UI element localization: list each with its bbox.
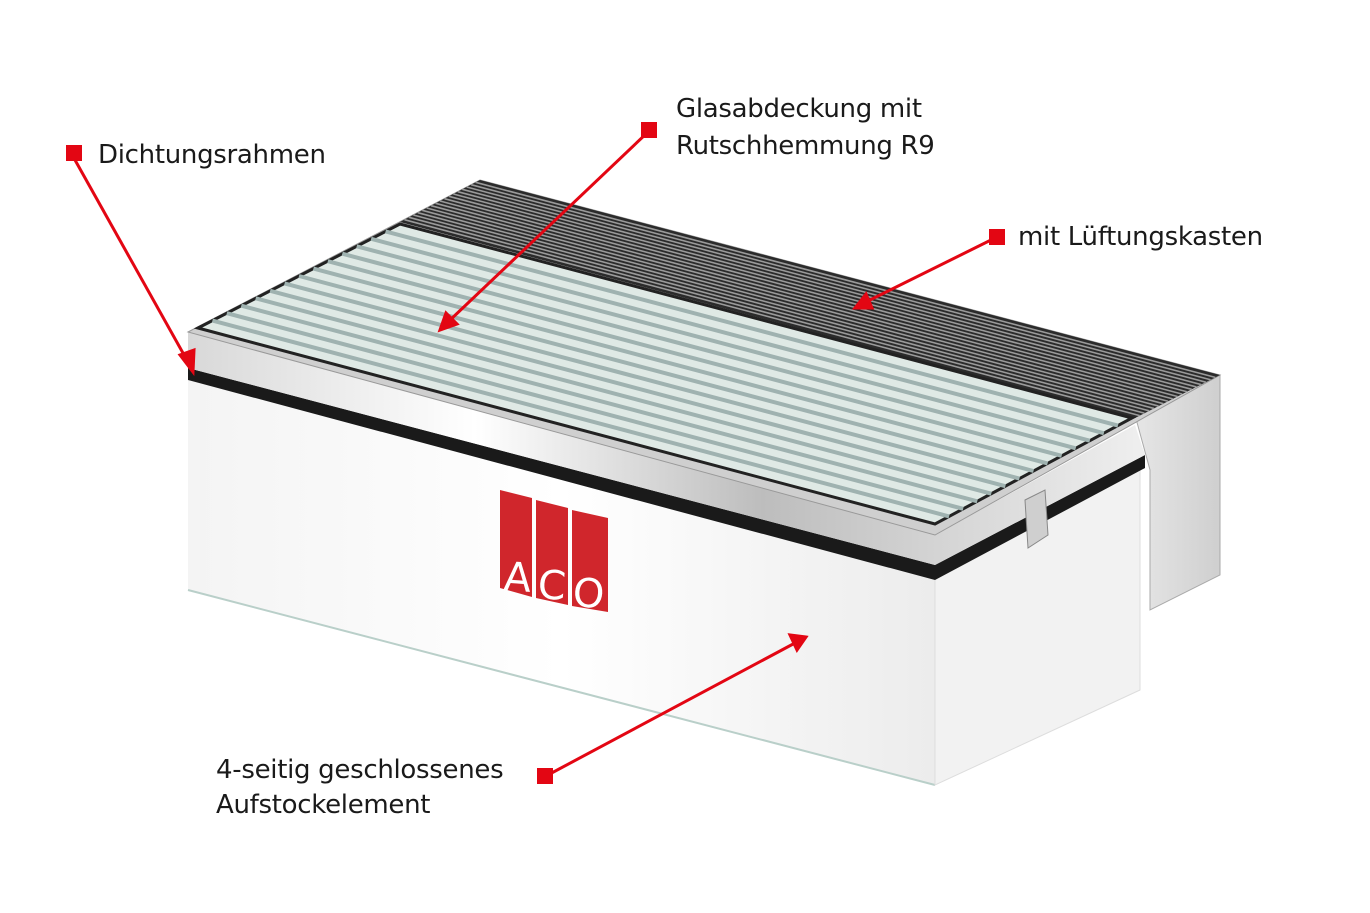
label-vent-box: mit Lüftungskasten <box>1018 222 1263 252</box>
label-riser-1: 4-seitig geschlossenes <box>216 755 504 785</box>
grating-bar <box>413 214 1150 412</box>
marker-glass-cover <box>641 122 657 138</box>
svg-text:O: O <box>571 570 606 618</box>
aco-logo: A C O <box>500 490 608 618</box>
glass-stripe <box>255 296 992 496</box>
grating-bar <box>457 190 1197 388</box>
grating-bar <box>439 200 1178 398</box>
grating-bar <box>435 202 1173 400</box>
grating-bar <box>426 207 1164 405</box>
grating-bar <box>430 204 1169 403</box>
glass-stripe <box>226 311 964 511</box>
grating-bar <box>462 188 1202 386</box>
glass-stripe <box>327 259 1063 458</box>
grating-bar <box>470 183 1211 381</box>
marker-vent-box <box>989 229 1005 245</box>
grating-bar <box>408 216 1145 414</box>
svg-text:C: C <box>536 562 567 610</box>
grating-bar <box>422 209 1159 407</box>
grating-bar <box>448 195 1188 393</box>
grating-bar <box>475 181 1216 379</box>
glass-stripe <box>312 266 1049 466</box>
label-riser-2: Aufstockelement <box>216 790 431 820</box>
arrow-seal-frame <box>73 159 190 363</box>
marker-riser <box>537 768 553 784</box>
arrow-riser <box>545 641 796 778</box>
glass-stripe <box>211 318 950 519</box>
glass-stripe <box>298 274 1035 473</box>
glass-stripe <box>269 288 1006 489</box>
label-glass-cover-1: Glasabdeckung mit <box>676 94 922 124</box>
grating-bar <box>404 218 1140 417</box>
label-glass-cover-2: Rutschhemmung R9 <box>676 131 935 161</box>
glass-stripe <box>370 236 1105 436</box>
grating-bar <box>466 186 1207 383</box>
marker-seal-frame <box>66 145 82 161</box>
label-seal-frame: Dichtungsrahmen <box>98 140 326 170</box>
svg-text:A: A <box>502 554 533 602</box>
arrow-vent-box <box>865 236 996 304</box>
grating-bar <box>444 197 1183 395</box>
glass-stripe <box>356 244 1091 443</box>
glass-stripe <box>240 303 978 504</box>
grating-bar <box>417 211 1155 410</box>
glass-stripe <box>284 281 1020 481</box>
arrow-glass-cover <box>446 130 650 324</box>
grating-bar <box>453 193 1192 391</box>
glass-stripe <box>341 251 1077 451</box>
mounting-bracket <box>1024 489 1049 549</box>
